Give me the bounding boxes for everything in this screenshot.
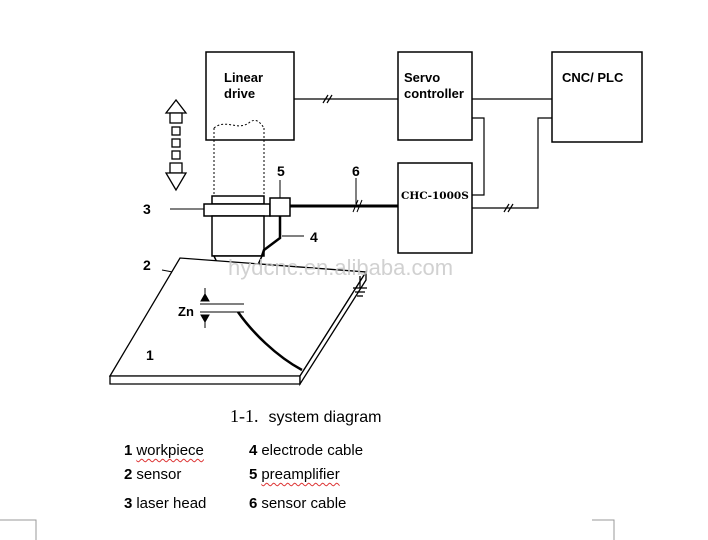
servo-controller-label-line1: Servo <box>404 70 440 85</box>
callout-3: 3 <box>143 201 151 217</box>
laser-beam-path <box>213 119 265 196</box>
preamplifier <box>269 197 291 217</box>
callout-6: 6 <box>352 163 360 179</box>
ground-icon <box>353 276 367 297</box>
linear-drive-label-line2: drive <box>224 86 255 101</box>
legend-label: sensor cable <box>261 495 347 512</box>
workpiece-cable <box>236 311 303 372</box>
workpiece <box>108 257 368 387</box>
legend-number: 3 <box>124 495 133 512</box>
legend-number: 5 <box>249 466 258 483</box>
cnc-plc-block <box>551 51 643 143</box>
zn-gap-indicator <box>200 288 244 328</box>
legend-number: 1 <box>124 442 133 459</box>
callout-5: 5 <box>277 163 285 179</box>
connection-lines <box>294 94 552 213</box>
legend-label: laser head <box>136 495 207 512</box>
legend-label: preamplifier <box>261 466 340 483</box>
callout-4: 4 <box>310 229 318 245</box>
linear-drive-block <box>205 51 295 141</box>
legend-number: 6 <box>249 495 258 512</box>
legend-number: 2 <box>124 466 133 483</box>
legend-number: 4 <box>249 442 258 459</box>
caption-text: system diagram <box>268 409 382 426</box>
chc-1000s-block <box>397 162 473 254</box>
callout-2: 2 <box>143 257 151 273</box>
legend-label: electrode cable <box>261 442 364 459</box>
caption-number: 1-1. <box>230 406 259 426</box>
legend-label: sensor <box>136 466 182 483</box>
legend-label: workpiece <box>136 442 204 459</box>
linear-drive-label-line1: Linear <box>224 70 263 85</box>
figure-caption: 1-1. system diagram <box>230 406 381 427</box>
electrode-cable <box>260 216 282 257</box>
callout-zn: Zn <box>178 304 194 319</box>
callout-1: 1 <box>146 347 154 363</box>
watermark: hydcnc.en.alibaba.com <box>228 255 454 280</box>
servo-controller-block <box>397 51 473 141</box>
servo-controller-label-line2: controller <box>404 86 464 101</box>
page-corner-marks <box>0 519 615 540</box>
cnc-plc-label: CNC/ PLC <box>562 70 624 85</box>
chc-1000s-label: CHC-1000S <box>401 190 469 202</box>
vertical-motion-arrow-icon <box>164 98 188 192</box>
